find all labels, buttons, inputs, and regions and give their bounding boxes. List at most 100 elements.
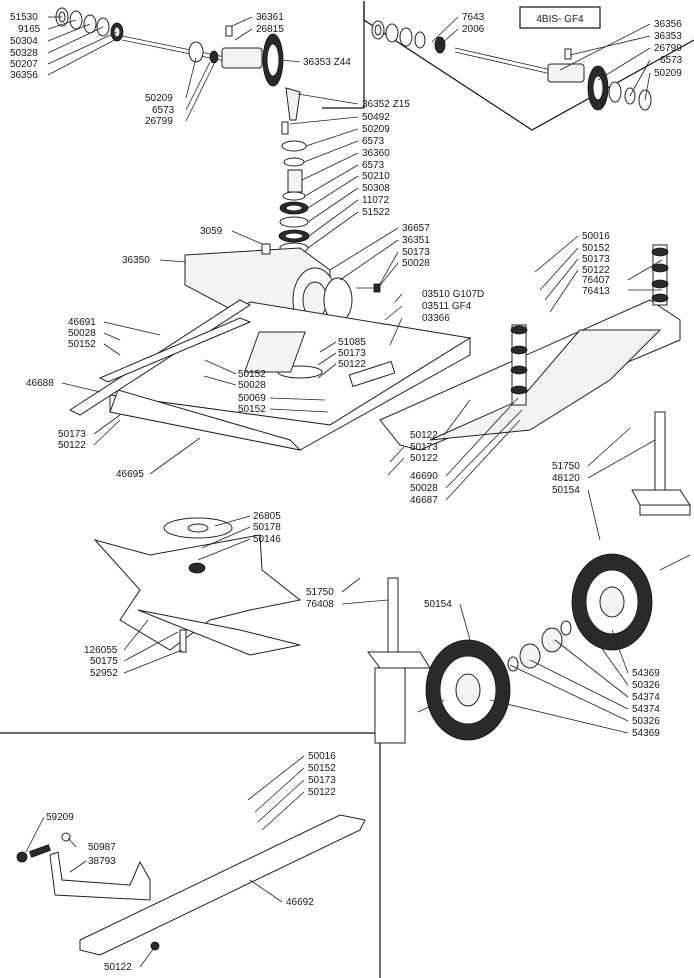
labels-deck: 46691 50028 50152 46688 50173 50122 4669… (26, 317, 366, 480)
variant-box (519, 6, 601, 29)
labels-roller: 50016 50152 50173 50122 76407 76413 5012… (410, 231, 610, 506)
labels-top-left: 51530 9165 50304 50328 50207 36356 36361… (10, 12, 351, 127)
callout-label: 50122 (58, 440, 86, 451)
callout-label: 36353 Z44 (303, 57, 351, 68)
variant-box-label: 4BIS- GF4 (536, 14, 584, 25)
callout-label: 50152 (238, 369, 266, 380)
callout-label: 36351 (402, 235, 430, 246)
blade-assembly (93, 517, 302, 656)
callout-label: 76408 (306, 599, 334, 610)
callout-label: 50209 (654, 68, 682, 79)
callout-label: 50173 (58, 429, 86, 440)
callout-label: 36356 (654, 19, 682, 30)
callout-label: 76407 (582, 275, 610, 286)
callout-label: 50028 (68, 328, 96, 339)
callout-label: 36353 (654, 31, 682, 42)
callout-label: 26805 (253, 511, 281, 522)
wheel-left (417, 639, 541, 741)
labels-handle: 50016 50152 50173 50122 59209 50987 3879… (46, 751, 336, 973)
callout-label: 50122 (308, 787, 336, 798)
wheel-post-left (367, 577, 431, 744)
callout-label: 6573 (362, 136, 385, 147)
callout-label: 50173 (402, 247, 430, 258)
callout-label: 6573 (362, 160, 385, 171)
callout-label: 51530 (10, 12, 38, 23)
top-right-shaft-assembly (371, 20, 652, 111)
callout-label: 50122 (582, 265, 610, 276)
callout-label: 48120 (552, 473, 580, 484)
callout-label: 50173 (308, 775, 336, 786)
callout-label: 6573 (660, 55, 683, 66)
callout-label: 26815 (256, 24, 284, 35)
callout-label: 46688 (26, 378, 54, 389)
callout-label: 46691 (68, 317, 96, 328)
callout-label: 50016 (582, 231, 610, 242)
callout-label: 50152 (308, 763, 336, 774)
callout-label: 54369 (632, 668, 660, 679)
callout-label: 50069 (238, 393, 266, 404)
callout-label: 36356 (10, 70, 38, 81)
callout-label: 50016 (308, 751, 336, 762)
labels-decals: 03510 G107D 03511 GF4 03366 (422, 289, 484, 324)
callout-label: 50028 (410, 483, 438, 494)
rear-roller-frame (379, 244, 681, 451)
callout-label: 50028 (238, 380, 266, 391)
callout-label: 50152 (582, 243, 610, 254)
callout-label: 36657 (402, 223, 430, 234)
top-left-inset-border (322, 1, 365, 109)
labels-wheels: 51750 48120 50154 50154 54369 50326 5437… (306, 461, 660, 739)
callout-label: 52952 (90, 668, 118, 679)
callout-label: 51522 (362, 207, 390, 218)
callout-label: 50122 (104, 962, 132, 973)
leader-lines (25, 16, 663, 968)
callout-label: 50173 (410, 442, 438, 453)
labels-top-right: 7643 2006 36356 36353 26799 6573 50209 (462, 12, 683, 79)
callout-label: 50328 (10, 48, 38, 59)
callout-label: 50154 (424, 599, 452, 610)
callout-label: 03511 GF4 (422, 301, 472, 312)
callout-label: 54374 (632, 692, 660, 703)
callout-label: 50154 (552, 485, 580, 496)
wheel-right (541, 553, 691, 653)
callout-label: 50987 (88, 842, 116, 853)
callout-label: 54374 (632, 704, 660, 715)
callout-label: 50304 (10, 36, 38, 47)
callout-label: 51750 (552, 461, 580, 472)
callout-label: 76413 (582, 286, 610, 297)
callout-label: 36352 Z15 (362, 99, 410, 110)
callout-label: 50207 (10, 59, 38, 70)
handle-frame (16, 814, 366, 956)
callout-label: 38793 (88, 856, 116, 867)
callout-label: 50152 (238, 404, 266, 415)
callout-label: 50209 (145, 93, 173, 104)
callout-label: 36350 (122, 255, 150, 266)
callout-label: 46695 (116, 469, 144, 480)
callout-label: 51750 (306, 587, 334, 598)
callout-label: 50152 (68, 339, 96, 350)
callout-label: 50146 (253, 534, 281, 545)
callout-label: 50326 (632, 716, 660, 727)
callout-label: 3059 (200, 226, 223, 237)
callout-label: 50492 (362, 112, 390, 123)
callout-label: 50122 (410, 430, 438, 441)
callout-label: 50326 (632, 680, 660, 691)
callout-label: 54369 (632, 728, 660, 739)
callout-label: 03366 (422, 313, 450, 324)
callout-label: 50028 (402, 258, 430, 269)
callout-label: 7643 (462, 12, 485, 23)
gearbox-bearing-stack (278, 121, 310, 254)
callout-label: 9165 (18, 24, 41, 35)
callout-label: 46687 (410, 495, 438, 506)
wheel-post-right (631, 411, 691, 516)
top-right-inset-border (363, 1, 694, 131)
mower-deck (108, 301, 472, 451)
callout-label: 50175 (90, 656, 118, 667)
callout-label: 50173 (582, 254, 610, 265)
callout-label: 6573 (152, 105, 175, 116)
callout-label: 36360 (362, 148, 390, 159)
callout-label: 50209 (362, 124, 390, 135)
callout-label: 36361 (256, 12, 284, 23)
callout-label: 46692 (286, 897, 314, 908)
callout-label: 50122 (410, 453, 438, 464)
